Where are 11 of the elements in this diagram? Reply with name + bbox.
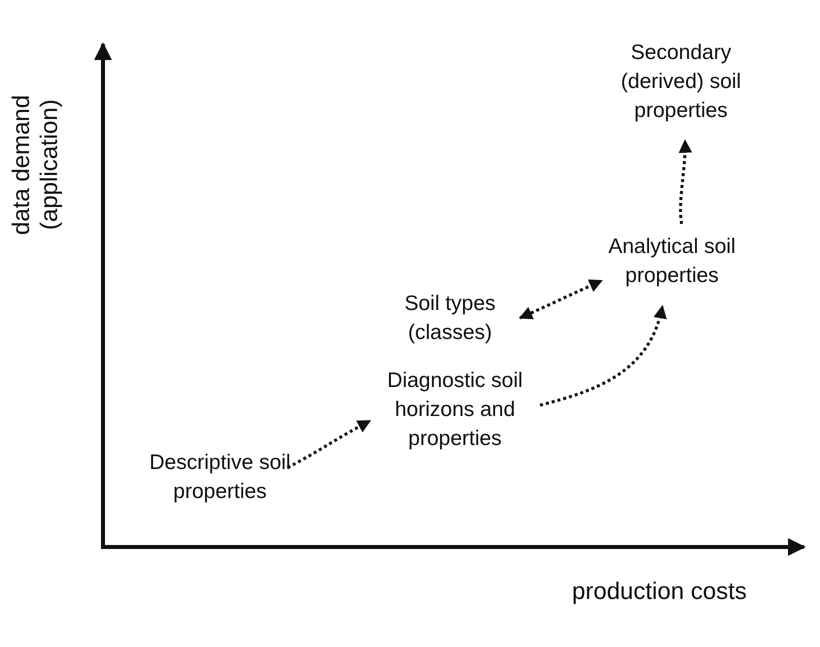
node-label: Descriptive soil properties <box>148 450 292 505</box>
dotted-arrow <box>286 420 372 470</box>
node-label: Soil types (classes) <box>403 291 497 346</box>
axis-title: data demand (application) <box>8 94 64 238</box>
node-label: Analytical soil properties <box>607 234 737 289</box>
dotted-arrow <box>678 139 692 224</box>
node-label: Secondary (derived) soil properties <box>620 40 742 124</box>
node-label: Diagnostic soil horizons and properties <box>386 368 524 452</box>
axis-title: production costs <box>572 578 747 606</box>
dotted-arrow <box>518 279 603 320</box>
dotted-arrow <box>540 304 666 407</box>
